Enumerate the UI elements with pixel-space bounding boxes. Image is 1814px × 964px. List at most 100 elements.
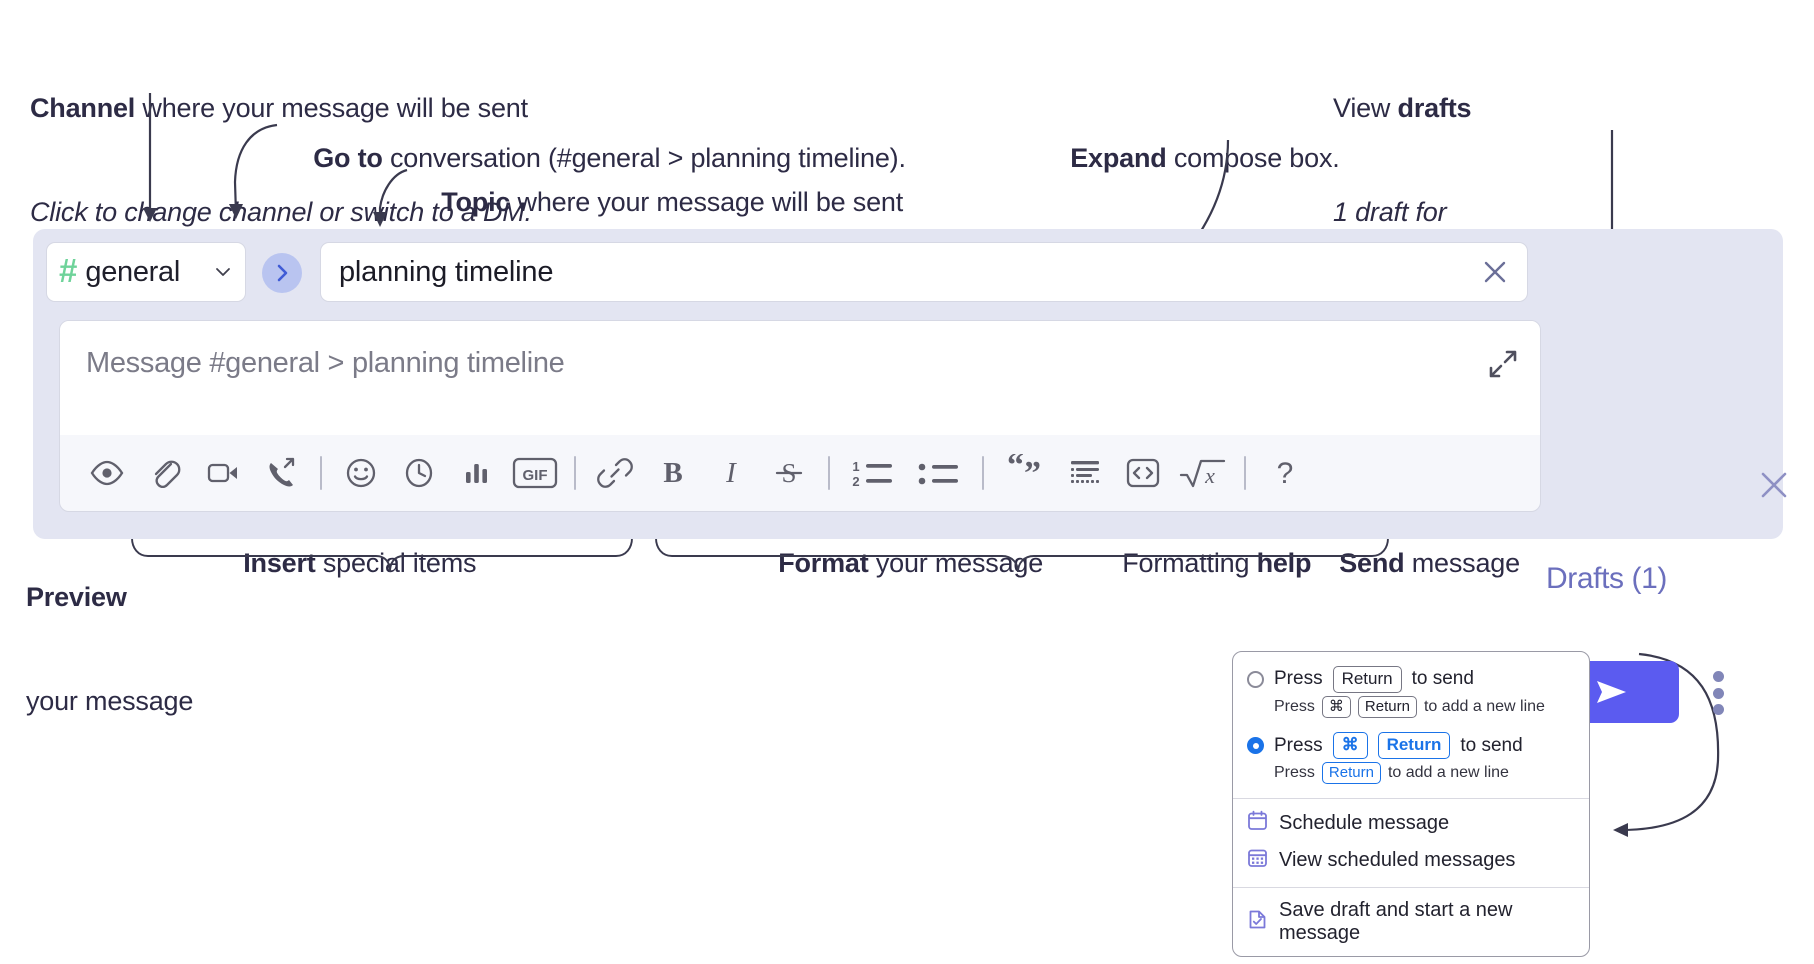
chevron-right-icon	[277, 264, 288, 282]
channel-selector[interactable]: # general	[46, 242, 246, 302]
code-block-icon[interactable]	[1056, 444, 1114, 502]
italic-icon[interactable]: I	[702, 444, 760, 502]
annotation-insert-bold: Insert	[243, 547, 316, 578]
divider-1	[320, 456, 322, 490]
svg-text:B: B	[663, 457, 682, 489]
compose-options-button[interactable]	[1703, 667, 1733, 719]
channel-name-label: general	[85, 255, 181, 288]
kebab-dot-2	[1712, 687, 1724, 699]
menu-item-label: Schedule message	[1279, 812, 1450, 835]
key-command: ⌘	[1321, 695, 1351, 719]
help-icon[interactable]: ?	[1256, 444, 1314, 502]
clock-icon[interactable]	[390, 444, 448, 502]
radio-2-pre: Press	[1274, 734, 1323, 756]
menu-radio-option-2-sub: Press Return to add a new line	[1233, 759, 1589, 790]
annotation-send-bold: Send	[1339, 547, 1405, 578]
key-return: Return	[1332, 666, 1402, 693]
compose-inner: # general planning timeline	[46, 242, 1541, 525]
divider-5	[1244, 456, 1246, 490]
compose-header-row: # general planning timeline	[46, 242, 1528, 304]
topic-value: planning timeline	[339, 255, 554, 288]
calendar-grid-icon	[1247, 847, 1268, 874]
compose-options-menu: Press Return to send Press ⌘ Return to a…	[1232, 651, 1590, 958]
compose-panel: # general planning timeline	[33, 229, 1787, 723]
radio-button-return-to-send[interactable]	[1247, 670, 1264, 688]
annotation-topic-bold: Topic	[441, 186, 511, 217]
message-input[interactable]: Message #general > planning timeline	[60, 321, 1540, 435]
annotation-goto: Go to conversation (#general > planning …	[284, 106, 906, 210]
annotation-drafts-line2: 1 draft for	[1333, 196, 1447, 227]
kebab-dot-3	[1712, 704, 1724, 715]
annotation-drafts-plain: View	[1333, 93, 1398, 124]
menu-item-label: Save draft and start a new message	[1279, 899, 1513, 945]
annotation-topic-rest: where your message will be sent	[510, 186, 904, 217]
annotation-drafts-bold: drafts	[1397, 93, 1472, 124]
annotation-expand: Expand compose box.	[1041, 106, 1340, 210]
svg-text:1: 1	[852, 459, 859, 474]
radio-2-sub-pre: Press	[1274, 764, 1315, 782]
annotation-topic: Topic where your message will be sent	[412, 150, 903, 254]
svg-text:”: ”	[1024, 455, 1041, 492]
poll-icon[interactable]	[448, 444, 506, 502]
radio-1-post: to send	[1411, 668, 1474, 690]
message-card: Message #general > planning timeline	[59, 320, 1541, 512]
formatting-toolbar: GIF B I S	[60, 435, 1540, 511]
phone-forward-icon[interactable]	[252, 444, 310, 502]
key-return-sub-2: Return	[1321, 762, 1381, 785]
expand-icon[interactable]	[1488, 349, 1518, 379]
hash-icon: #	[59, 251, 78, 289]
kebab-dot-1	[1712, 671, 1724, 682]
radio-1-pre: Press	[1274, 668, 1323, 690]
menu-divider-2	[1233, 887, 1589, 889]
menu-radio-option-1-sub: Press ⌘ Return to add a new line	[1233, 693, 1589, 724]
goto-conversation-button[interactable]	[262, 253, 302, 293]
radio-2-post: to send	[1460, 734, 1523, 756]
svg-text:2: 2	[852, 474, 859, 489]
topic-input[interactable]: planning timeline	[320, 242, 1528, 302]
radio-button-cmd-return-to-send[interactable]	[1247, 737, 1264, 755]
menu-item-label: View scheduled messages	[1279, 849, 1516, 872]
blockquote-icon[interactable]: “”	[994, 444, 1056, 502]
annotation-channel-bold: Channel	[30, 93, 136, 124]
radio-1-sub-pre: Press	[1274, 698, 1315, 716]
annotation-preview: Preview your message	[26, 511, 193, 787]
annotation-expand-rest: compose box.	[1166, 142, 1340, 173]
key-return-sub: Return	[1357, 695, 1417, 719]
save-draft-icon	[1247, 909, 1268, 936]
emoji-icon[interactable]	[332, 444, 390, 502]
svg-text:I: I	[725, 457, 737, 489]
radio-2-sub-post: to add a new line	[1387, 764, 1509, 782]
menu-item-view-scheduled-messages[interactable]: View scheduled messages	[1233, 842, 1589, 879]
annotation-goto-rest: conversation (#general > planning timeli…	[382, 142, 906, 173]
video-icon[interactable]	[194, 444, 252, 502]
math-icon[interactable]: x	[1172, 444, 1234, 502]
message-placeholder: Message #general > planning timeline	[86, 347, 565, 379]
annotation-format-bold: Format	[778, 547, 869, 578]
menu-item-save-draft[interactable]: Save draft and start a new message	[1233, 894, 1589, 950]
gif-icon[interactable]: GIF	[506, 444, 564, 502]
attachment-icon[interactable]	[136, 444, 194, 502]
page-root: Channel where your message will be sent …	[0, 0, 1814, 944]
annotation-channel-rest: where your message will be sent	[135, 93, 528, 124]
divider-2	[574, 456, 576, 490]
menu-divider-1	[1233, 798, 1589, 800]
chevron-down-icon	[213, 262, 233, 282]
svg-text:x: x	[1204, 463, 1215, 488]
svg-text:GIF: GIF	[523, 467, 548, 484]
drafts-link[interactable]: Drafts (1)	[1546, 562, 1668, 595]
calendar-schedule-icon	[1247, 810, 1268, 837]
close-icon[interactable]	[1481, 258, 1509, 286]
preview-icon[interactable]	[78, 444, 136, 502]
menu-item-schedule-message[interactable]: Schedule message	[1233, 805, 1589, 842]
bold-icon[interactable]: B	[644, 444, 702, 502]
key-command-selected: ⌘	[1332, 732, 1368, 760]
strikethrough-icon[interactable]: S	[760, 444, 818, 502]
code-icon[interactable]	[1114, 444, 1172, 502]
menu-radio-option-2[interactable]: Press ⌘ Return to send	[1233, 724, 1589, 760]
bulleted-list-icon[interactable]	[906, 444, 972, 502]
menu-radio-option-1[interactable]: Press Return to send	[1233, 662, 1589, 693]
key-return-selected: Return	[1377, 732, 1451, 760]
link-icon[interactable]	[586, 444, 644, 502]
close-panel-icon[interactable]	[1758, 469, 1790, 501]
